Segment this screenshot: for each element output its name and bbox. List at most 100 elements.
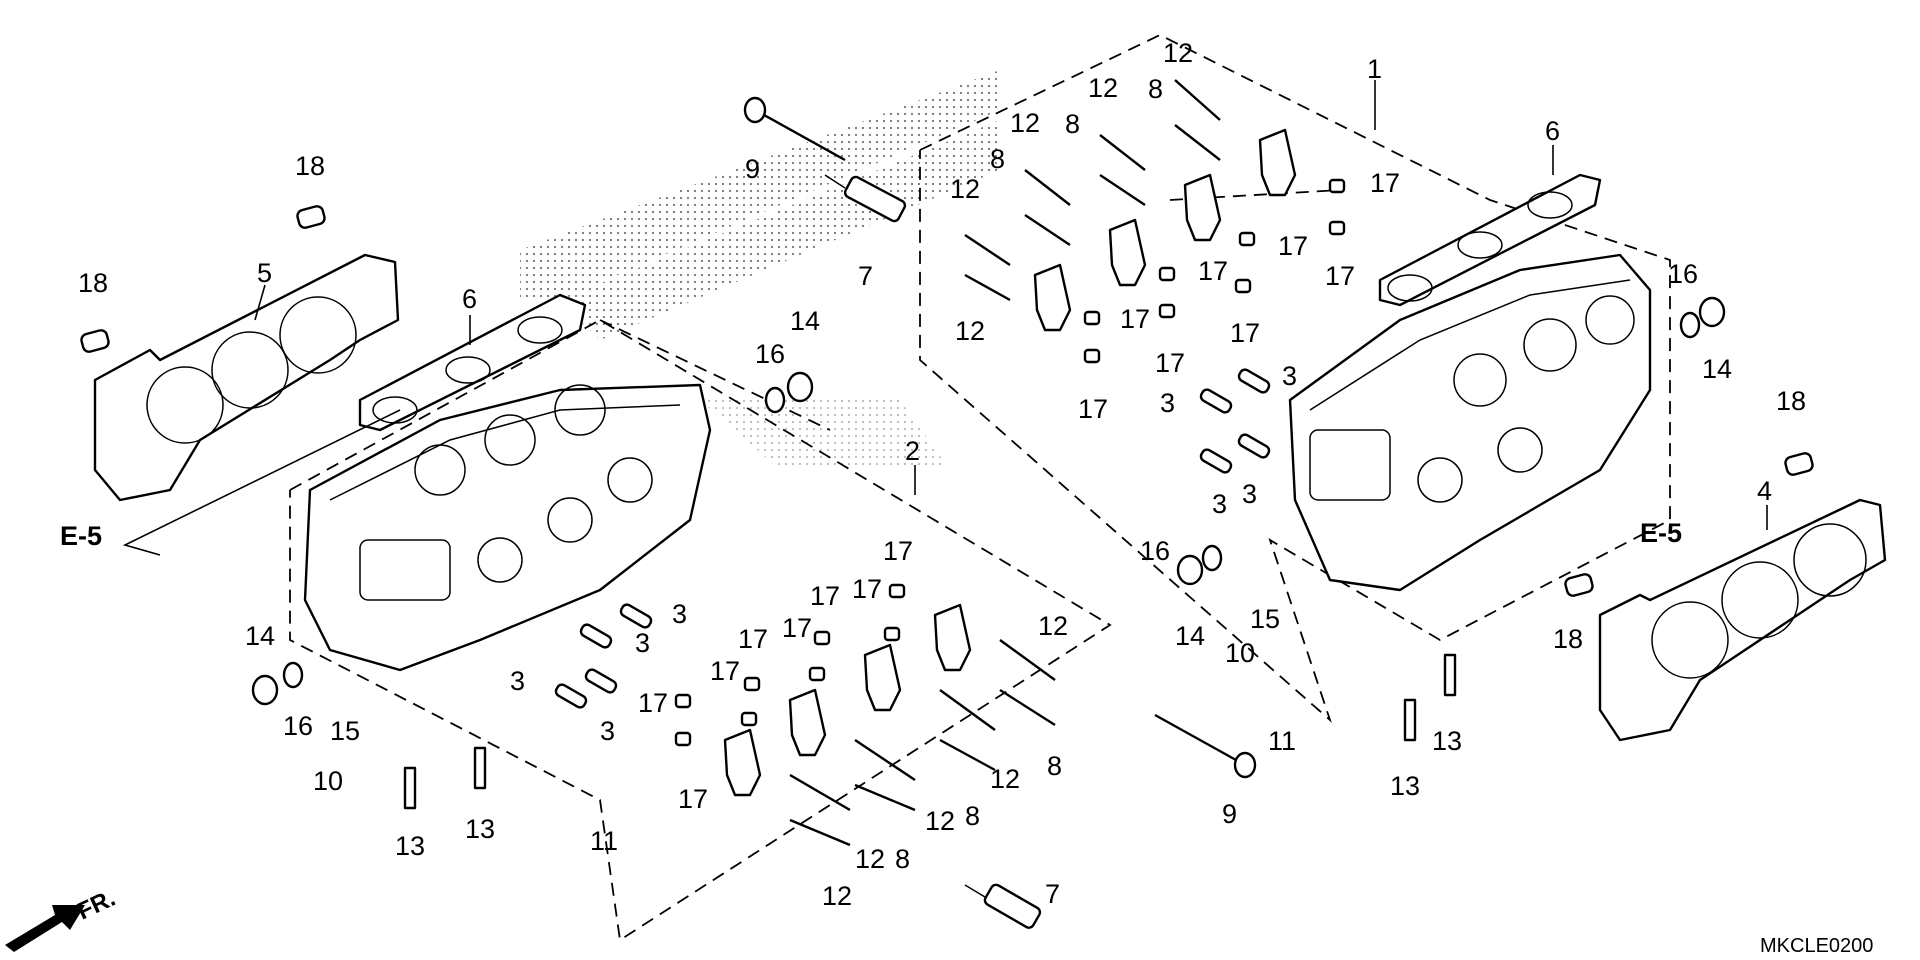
callout-8-l1: 8	[1047, 751, 1062, 781]
callout-12-r3: 12	[1010, 108, 1040, 138]
watermark-logo	[520, 70, 1000, 470]
callout-16-c: 16	[1140, 536, 1170, 566]
ref-label-right: E-5	[1640, 518, 1682, 548]
callout-9-lower: 9	[1222, 799, 1237, 829]
callout-18-a: 18	[295, 151, 325, 181]
callout-17-r1: 17	[1370, 168, 1400, 198]
callout-3-a: 3	[672, 599, 687, 629]
callout-3-g: 3	[1212, 489, 1227, 519]
callout-18-c: 18	[1776, 386, 1806, 416]
callout-3-d: 3	[600, 716, 615, 746]
callout-4: 4	[1757, 476, 1772, 506]
head-bolt-upper	[743, 96, 846, 162]
callout-14-c: 14	[1175, 621, 1205, 651]
callout-7-upper: 7	[858, 261, 873, 291]
callout-14-d: 14	[1702, 354, 1732, 384]
callout-18-b: 18	[78, 268, 108, 298]
callout-16-a: 16	[755, 339, 785, 369]
spark-plug-lower	[964, 883, 1042, 929]
small-pins	[554, 178, 1346, 747]
callout-17-l6: 17	[710, 656, 740, 686]
callout-12-l5: 12	[822, 881, 852, 911]
callout-14-a: 14	[790, 306, 820, 336]
callout-12-l1: 12	[1038, 611, 1068, 641]
callout-12-r4: 12	[950, 174, 980, 204]
callout-1: 1	[1367, 54, 1382, 84]
bolts-right-group	[964, 79, 1221, 302]
callout-6-right: 6	[1545, 116, 1560, 146]
callout-8-l2: 8	[965, 801, 980, 831]
callout-13-b: 13	[465, 814, 495, 844]
callout-2: 2	[905, 436, 920, 466]
ref-arrow-left	[122, 409, 401, 556]
callout-8-r2: 8	[1065, 109, 1080, 139]
callout-3-e: 3	[1282, 361, 1297, 391]
callout-16-d: 16	[1668, 259, 1698, 289]
callout-18-d: 18	[1553, 624, 1583, 654]
callout-17-l7: 17	[638, 688, 668, 718]
callout-11-a: 11	[590, 826, 618, 856]
cylinder-head-left	[303, 383, 712, 672]
callout-3-h: 3	[1242, 479, 1257, 509]
callout-3-b: 3	[635, 628, 650, 658]
ref-label-left: E-5	[60, 521, 102, 551]
callout-17-l2: 17	[852, 574, 882, 604]
callout-16-b: 16	[283, 711, 313, 741]
callouts: 1 2 4 5 6 6 7 7 9 9 14 16 14 16 14 16 16…	[78, 38, 1806, 911]
camshaft-holders-right	[1033, 128, 1297, 332]
callout-10-a: 10	[313, 766, 343, 796]
callout-12-l2: 12	[990, 764, 1020, 794]
callout-12-l4: 12	[855, 844, 885, 874]
callout-3-f: 3	[1160, 388, 1175, 418]
callout-12-r1: 12	[1163, 38, 1193, 68]
exhaust-gasket-right	[1378, 173, 1602, 307]
callout-17-r3: 17	[1278, 231, 1308, 261]
cylinder-head-gasket-right	[1598, 498, 1887, 742]
callout-14-b: 14	[245, 621, 275, 651]
callout-6-left: 6	[462, 284, 477, 314]
callout-17-r8: 17	[1078, 394, 1108, 424]
dowel-pins	[80, 205, 1814, 597]
stud-bolts	[403, 653, 1457, 810]
callout-8-r1: 8	[1148, 74, 1163, 104]
callout-12-r5: 12	[955, 316, 985, 346]
callout-17-l3: 17	[810, 581, 840, 611]
front-arrow-icon	[5, 905, 85, 952]
exhaust-gasket-left	[358, 293, 587, 432]
callout-17-r2: 17	[1325, 261, 1355, 291]
callout-17-r4: 17	[1230, 318, 1260, 348]
callout-12-r2: 12	[1088, 73, 1118, 103]
callout-15-a: 15	[330, 716, 360, 746]
callout-9-upper: 9	[745, 154, 760, 184]
cylinder-head-right	[1288, 253, 1652, 592]
callout-12-l3: 12	[925, 806, 955, 836]
bolts-left-group	[789, 639, 1056, 847]
seals-and-washers	[251, 296, 1726, 706]
callout-13-d: 13	[1432, 726, 1462, 756]
callout-8-l3: 8	[895, 844, 910, 874]
callout-8-r3: 8	[990, 144, 1005, 174]
callout-17-l1: 17	[883, 536, 913, 566]
callout-15-b: 15	[1250, 604, 1280, 634]
callout-17-l4: 17	[782, 613, 812, 643]
cylinder-head-gasket-left	[93, 253, 400, 502]
callout-3-c: 3	[510, 666, 525, 696]
callout-10-b: 10	[1225, 638, 1255, 668]
group-outline-left-head	[289, 318, 1112, 942]
leader-lines	[254, 80, 1768, 530]
callout-17-r6: 17	[1155, 348, 1185, 378]
drawing-code: MKCLE0200	[1760, 935, 1873, 957]
callout-5: 5	[257, 258, 272, 288]
callout-17-r7: 17	[1120, 304, 1150, 334]
callout-13-c: 13	[1390, 771, 1420, 801]
callout-17-l5: 17	[738, 624, 768, 654]
front-label: FR.	[73, 885, 119, 926]
callout-17-r5: 17	[1198, 256, 1228, 286]
camshaft-holders-left	[723, 603, 972, 797]
callout-17-l8: 17	[678, 784, 708, 814]
callout-7-lower: 7	[1045, 879, 1060, 909]
head-bolt-lower	[1154, 713, 1257, 779]
callout-13-a: 13	[395, 831, 425, 861]
callout-11-b: 11	[1268, 726, 1296, 756]
